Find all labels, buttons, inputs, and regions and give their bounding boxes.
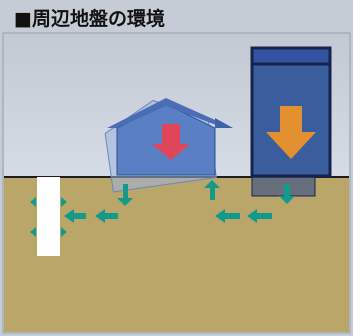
- water-flow-left-arrow-icon: [64, 209, 272, 223]
- flow-up-house: [204, 180, 220, 200]
- house-load-down-arrow-icon: [152, 124, 190, 160]
- flow-arrow-house-left: [215, 209, 240, 223]
- flow-arrow-well: [64, 209, 86, 223]
- flow-down-building: [279, 184, 295, 204]
- house: [107, 98, 233, 176]
- building-load-down-arrow-icon: [266, 106, 316, 159]
- flow-arrow-house-right: [247, 209, 272, 223]
- diagram-border: [2, 32, 351, 334]
- water-flow-vertical-arrow-icon: [117, 180, 295, 206]
- well-shaft: [37, 177, 60, 256]
- well-inflow-icon: [30, 197, 67, 237]
- flow-arrow-mid: [95, 209, 118, 223]
- house-roof-right: [215, 118, 233, 128]
- diagram-title: ■周辺地盤の環境: [14, 8, 165, 30]
- building: [250, 46, 332, 197]
- flow-down-house: [117, 184, 133, 206]
- building-top-strip: [250, 46, 332, 66]
